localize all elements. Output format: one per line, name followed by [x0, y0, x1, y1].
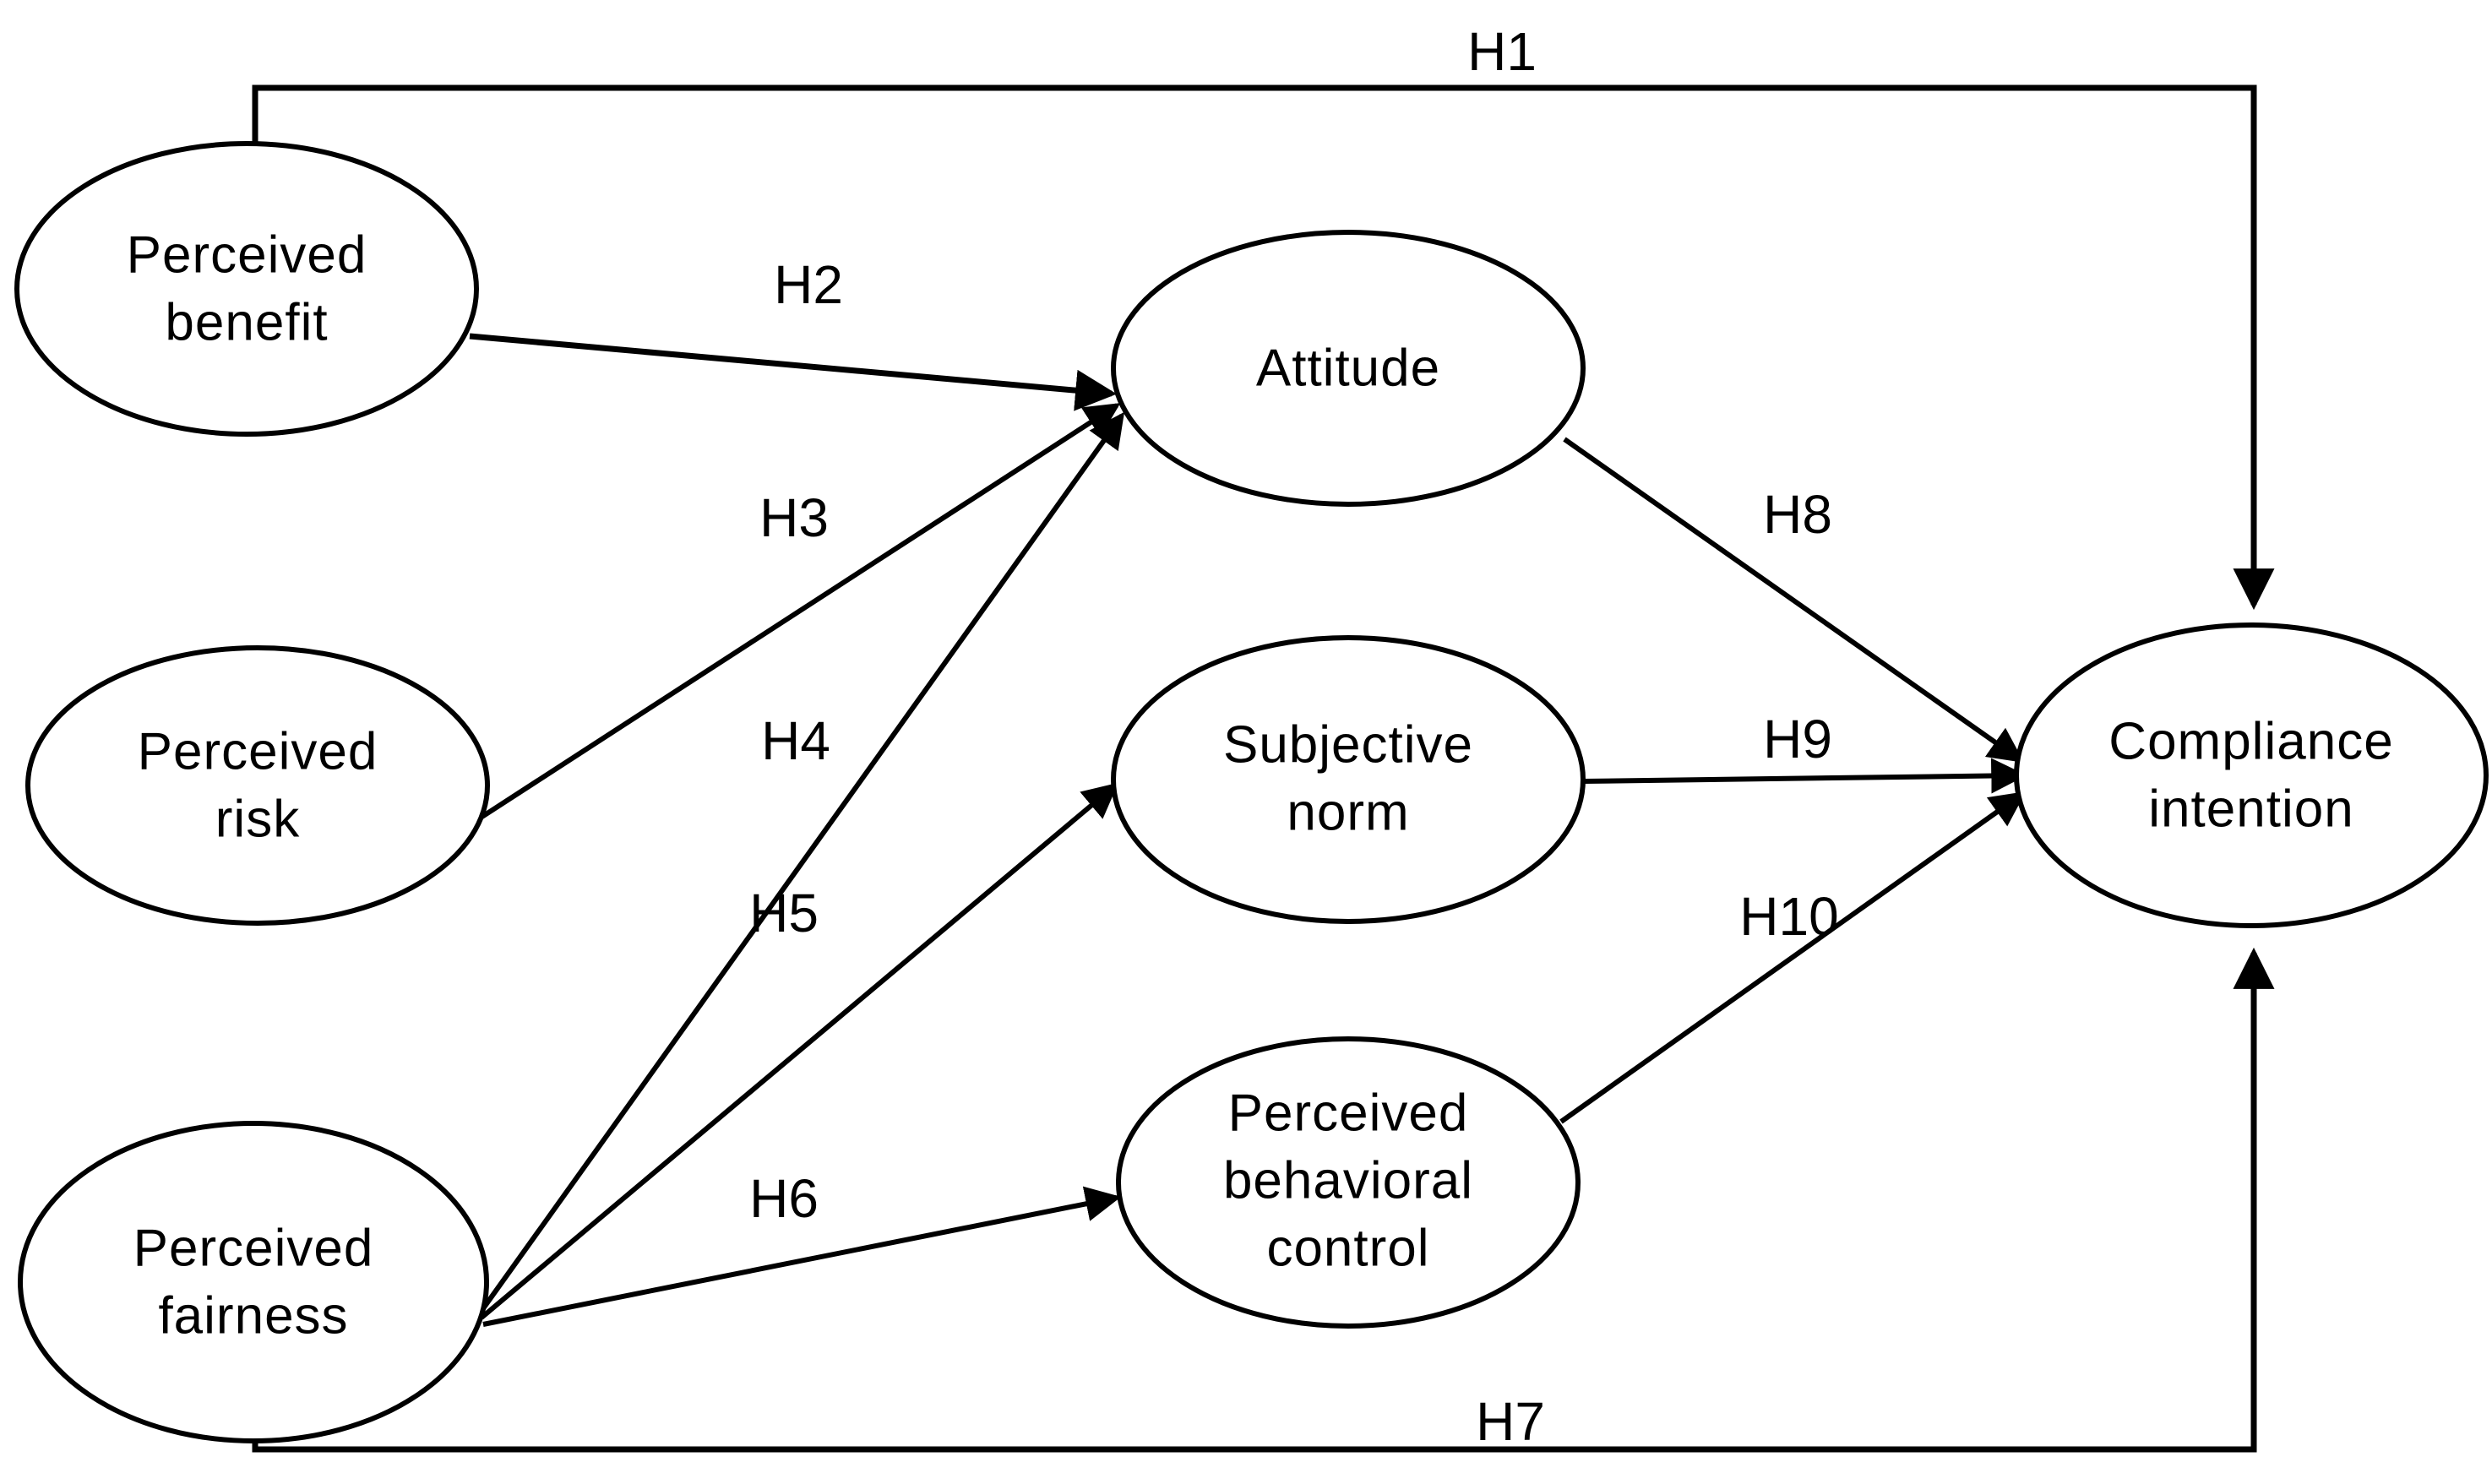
perceived-fairness-ellipse[interactable] [18, 1121, 489, 1443]
perceived-benefit-ellipse[interactable] [14, 141, 479, 437]
node-perceived-benefit[interactable]: Perceived benefit [14, 141, 479, 437]
edge-h2-path [469, 333, 1118, 411]
subjective-norm-label-line1: Subjective [1223, 715, 1473, 774]
edge-h3-path [476, 403, 1121, 822]
node-compliance-intention[interactable]: Compliance intention [2014, 622, 2489, 928]
perceived-benefit-label-line1: Perceived [127, 226, 367, 284]
compliance-intention-label-line2: intention [2148, 780, 2353, 838]
edge-label-h7: H7 [1476, 1391, 1545, 1452]
edge-h8-path [1563, 437, 2025, 764]
node-perceived-behavioral-control[interactable]: Perceived behavioral control [1116, 1036, 1581, 1329]
edge-label-h1: H1 [1467, 21, 1537, 82]
edge-label-h4: H4 [761, 710, 830, 771]
node-perceived-fairness[interactable]: Perceived fairness [18, 1121, 489, 1443]
attitude-label: Attitude [1256, 339, 1440, 397]
edge-label-h9: H9 [1763, 709, 1832, 769]
edge-label-h6: H6 [749, 1168, 819, 1229]
subjective-norm-ellipse[interactable] [1111, 635, 1586, 924]
subjective-norm-label-line2: norm [1287, 783, 1409, 841]
perceived-risk-label-line2: risk [215, 790, 300, 848]
perceived-risk-ellipse[interactable] [25, 645, 490, 926]
perceived-behavioral-control-label-line3: control [1266, 1219, 1429, 1277]
perceived-benefit-label-line2: benefit [165, 293, 328, 351]
edge-h10-path [1559, 791, 2027, 1124]
attitude-ellipse[interactable] [1111, 230, 1586, 507]
perceived-behavioral-control-label-line1: Perceived [1228, 1084, 1469, 1142]
edge-label-h10: H10 [1739, 886, 1838, 947]
node-subjective-norm[interactable]: Subjective norm [1111, 635, 1586, 924]
edge-h4-path [479, 411, 1125, 1313]
node-perceived-risk[interactable]: Perceived risk [25, 645, 490, 926]
edge-label-h2: H2 [774, 254, 843, 315]
edge-h6-path [482, 1186, 1122, 1327]
perceived-fairness-label-line1: Perceived [133, 1219, 374, 1277]
perceived-fairness-label-line2: fairness [158, 1286, 348, 1345]
edge-label-h8: H8 [1763, 484, 1832, 545]
compliance-intention-label-line1: Compliance [2108, 712, 2393, 770]
perceived-risk-label-line1: Perceived [138, 722, 378, 780]
node-attitude[interactable]: Attitude [1111, 230, 1586, 507]
edge-label-h5: H5 [749, 883, 819, 943]
perceived-behavioral-control-label-line2: behavioral [1223, 1151, 1473, 1209]
edge-label-h3: H3 [759, 487, 829, 548]
perceived-behavioral-control-ellipse[interactable] [1116, 1036, 1581, 1329]
edge-h5-path [480, 782, 1119, 1320]
compliance-intention-ellipse[interactable] [2014, 622, 2489, 928]
edge-h9-path [1582, 758, 2027, 794]
